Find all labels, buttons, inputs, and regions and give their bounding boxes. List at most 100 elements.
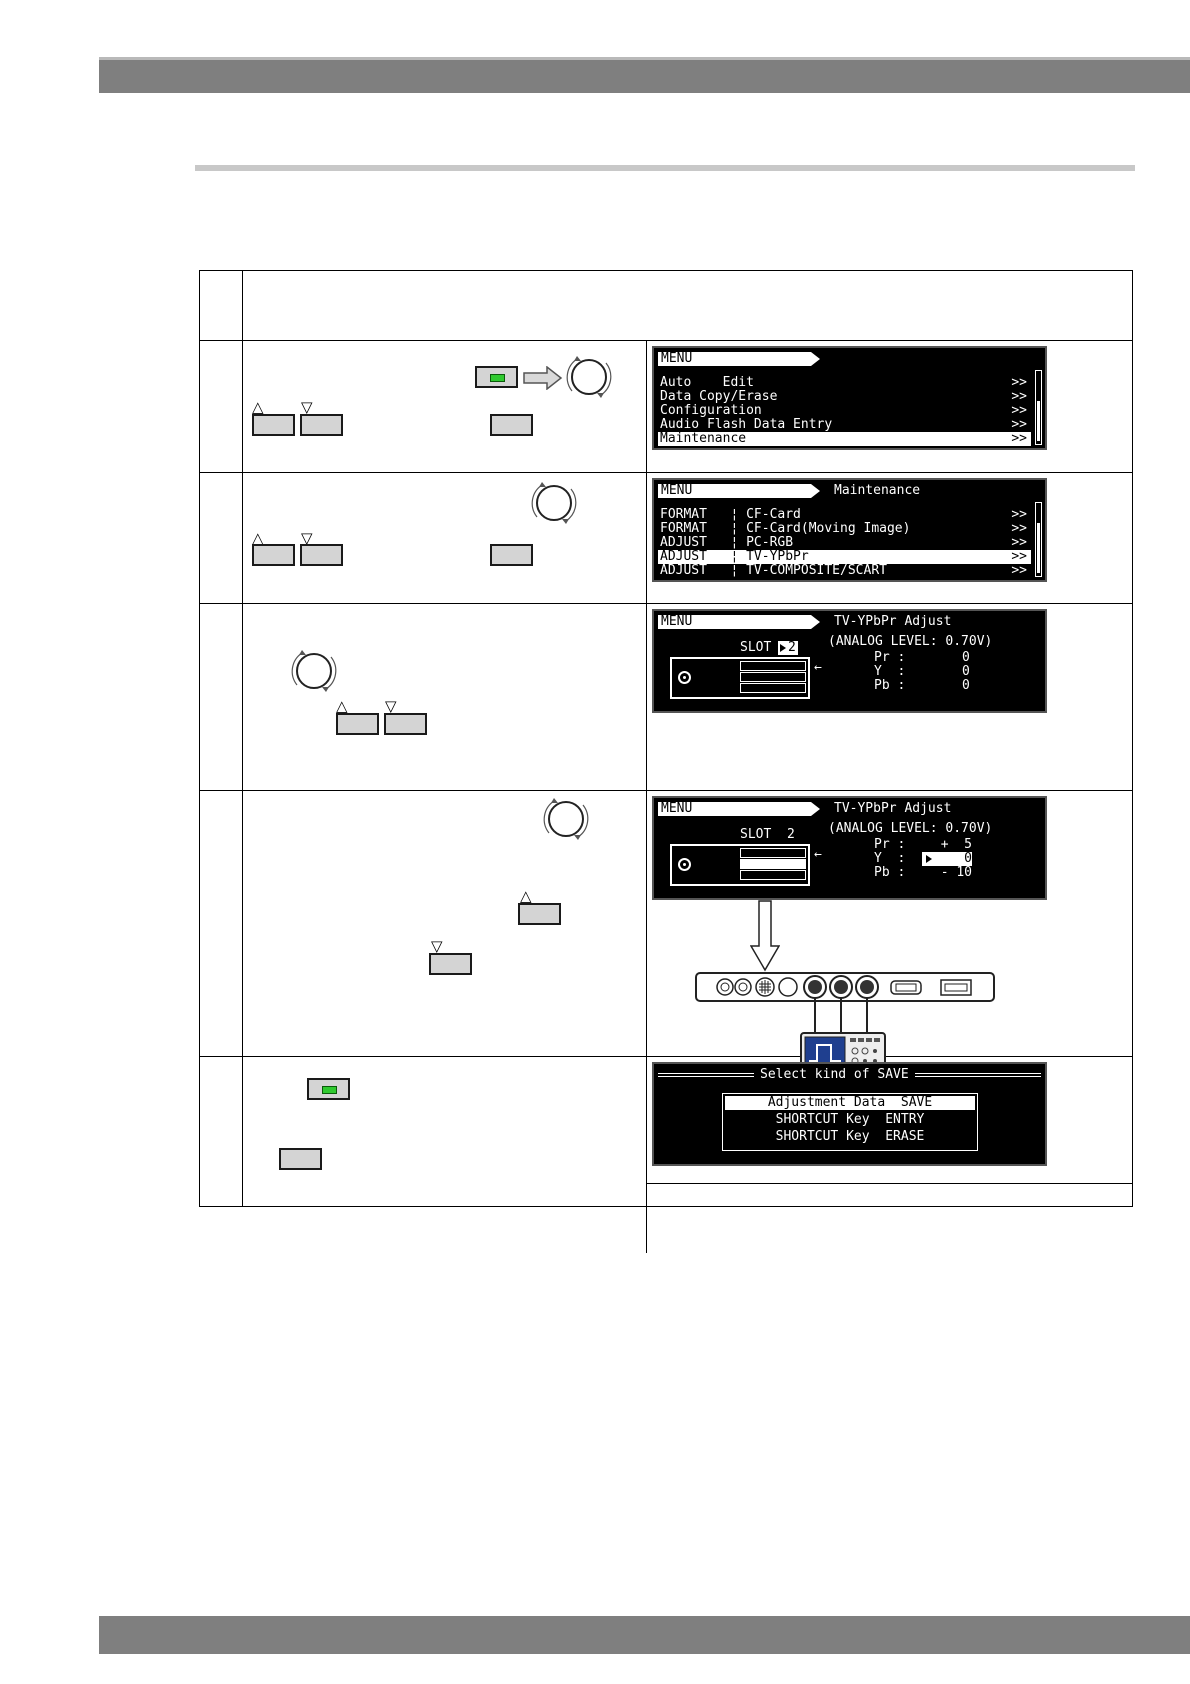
pr-label: Pr :	[874, 650, 906, 665]
right-arrow-icon	[523, 366, 563, 390]
menu-item[interactable]: ADJUST ¦ PC-RGB>>	[660, 535, 1027, 550]
down-triangle-icon: ▽	[301, 398, 313, 416]
jog-dial-icon[interactable]	[528, 477, 580, 529]
up-button[interactable]	[252, 544, 295, 566]
lcd-menu-screen: MENU Auto Edit>> Data Copy/Erase>> Confi…	[652, 346, 1047, 450]
tab-arrow-icon	[811, 352, 820, 366]
enter-button[interactable]	[279, 1148, 322, 1170]
slot-cursor-icon	[780, 644, 786, 652]
y-value: 0	[962, 664, 970, 679]
menu-item-selected[interactable]: Maintenance>>	[658, 432, 1031, 446]
up-triangle-icon: △	[520, 887, 532, 905]
y-value-selected[interactable]: 0	[922, 852, 972, 866]
slot-pointer-arrow: ←	[814, 847, 822, 862]
down-triangle-icon: ▽	[431, 937, 443, 955]
jog-dial-icon[interactable]	[540, 793, 592, 845]
up-triangle-icon: △	[252, 398, 264, 416]
down-button[interactable]	[300, 414, 343, 436]
slot-bay	[740, 870, 806, 880]
screen-title: TV-YPbPr Adjust	[834, 614, 952, 629]
pb-label: Pb :	[874, 865, 906, 880]
menu-item[interactable]: FORMAT ¦ CF-Card>>	[660, 507, 1027, 522]
pr-value[interactable]: + 5	[940, 837, 972, 852]
tab-arrow-icon	[811, 615, 820, 629]
connector-icon	[678, 671, 691, 684]
menu-item[interactable]: Audio Flash Data Entry>>	[660, 417, 1027, 432]
y-label: Y :	[874, 851, 906, 866]
up-button[interactable]	[336, 713, 379, 735]
lcd-ypbpr-adjust-screen: MENU TV-YPbPr Adjust SLOT 2 (ANALOG LEVE…	[652, 609, 1047, 713]
save-options-list: Adjustment Data SAVE SHORTCUT Key ENTRY …	[722, 1093, 978, 1151]
header-band	[99, 57, 1190, 93]
lcd-maintenance-screen: MENU Maintenance FORMAT ¦ CF-Card>> FORM…	[652, 478, 1047, 582]
pb-label: Pb :	[874, 678, 906, 693]
menu-item[interactable]: Data Copy/Erase>>	[660, 389, 1027, 404]
slot-board-diagram	[670, 657, 810, 699]
slot-board-diagram	[670, 844, 810, 886]
jog-dial-icon[interactable]	[563, 351, 615, 403]
row-divider	[200, 603, 1132, 604]
procedure-table: △ ▽ △ ▽ △ ▽ △ ▽ MENU Auto Edit>>	[199, 270, 1133, 1253]
scrollbar[interactable]	[1035, 502, 1042, 577]
menu-tab: MENU	[658, 352, 811, 366]
lcd-ypbpr-values-screen: MENU TV-YPbPr Adjust SLOT 2 (ANALOG LEVE…	[652, 796, 1047, 900]
save-screen-title: Select kind of SAVE	[754, 1068, 915, 1082]
pr-label: Pr :	[874, 837, 906, 852]
row-divider	[200, 1056, 1132, 1057]
save-option[interactable]: SHORTCUT Key ENTRY	[775, 1112, 925, 1127]
slot-bay	[740, 683, 806, 693]
down-triangle-icon: ▽	[385, 697, 397, 715]
pb-value: 0	[962, 678, 970, 693]
image-column-bottom	[646, 1183, 1132, 1184]
menu-tab: MENU	[658, 484, 811, 498]
tab-arrow-icon	[811, 802, 820, 816]
row-divider	[200, 340, 1132, 341]
slot-bay	[740, 848, 806, 858]
step-number-column-divider	[242, 271, 243, 1206]
scrollbar[interactable]	[1035, 370, 1042, 445]
slot-bay	[740, 672, 806, 682]
menu-item[interactable]: Configuration>>	[660, 403, 1027, 418]
menu-item-selected[interactable]: ADJUST ¦ TV-YPbPr>>	[658, 550, 1031, 564]
menu-tab: MENU	[658, 615, 811, 629]
up-triangle-icon: △	[336, 697, 348, 715]
row-divider	[200, 472, 1132, 473]
slot-label: SLOT	[740, 640, 772, 655]
down-button[interactable]	[429, 953, 472, 975]
row-divider	[200, 790, 1132, 791]
menu-tab: MENU	[658, 802, 811, 816]
down-button[interactable]	[300, 544, 343, 566]
value-cursor-icon	[926, 855, 932, 863]
slot-bay-selected	[740, 859, 806, 869]
footer-band	[99, 1616, 1190, 1654]
menu-button[interactable]	[475, 366, 518, 388]
menu-item[interactable]: ADJUST ¦ TV-COMPOSITE/SCART>>	[660, 563, 1027, 578]
down-button[interactable]	[384, 713, 427, 735]
pb-value[interactable]: - 10	[940, 865, 972, 880]
up-button[interactable]	[518, 903, 561, 925]
screen-title: TV-YPbPr Adjust	[834, 801, 952, 816]
menu-item[interactable]: FORMAT ¦ CF-Card(Moving Image)>>	[660, 521, 1027, 536]
screen-title: Maintenance	[834, 483, 921, 498]
slot-pointer-arrow: ←	[814, 660, 822, 675]
tab-arrow-icon	[811, 484, 820, 498]
up-button[interactable]	[252, 414, 295, 436]
section-rule	[195, 165, 1135, 171]
analog-level: (ANALOG LEVEL: 0.70V)	[828, 821, 993, 836]
menu-button[interactable]	[307, 1078, 350, 1100]
y-label: Y :	[874, 664, 906, 679]
save-option[interactable]: SHORTCUT Key ERASE	[775, 1129, 925, 1144]
enter-button[interactable]	[490, 414, 533, 436]
save-option-selected[interactable]: Adjustment Data SAVE	[724, 1095, 976, 1111]
jog-dial-icon[interactable]	[288, 645, 340, 697]
lcd-save-screen: Select kind of SAVE Adjustment Data SAVE…	[652, 1062, 1047, 1166]
analog-level: (ANALOG LEVEL: 0.70V)	[828, 634, 993, 649]
slot-label: SLOT 2	[740, 827, 795, 842]
up-triangle-icon: △	[252, 529, 264, 547]
enter-button[interactable]	[490, 544, 533, 566]
slot-bay	[740, 661, 806, 671]
pr-value: 0	[962, 650, 970, 665]
down-triangle-icon: ▽	[301, 529, 313, 547]
menu-item[interactable]: Auto Edit>>	[660, 375, 1027, 390]
down-arrow-icon	[750, 900, 780, 972]
